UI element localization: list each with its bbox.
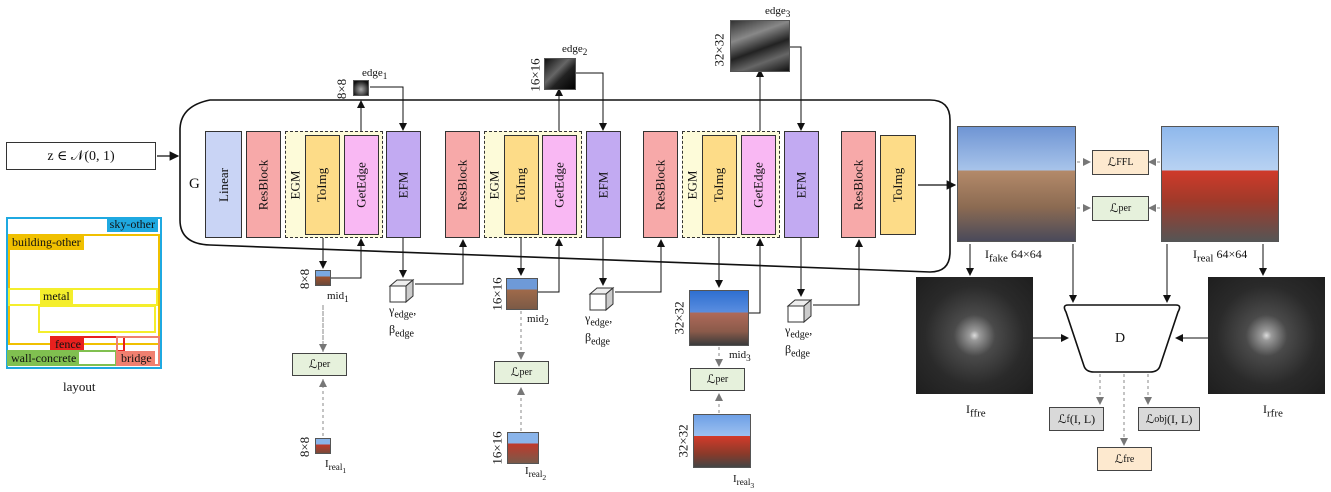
mid3-image: [689, 290, 749, 346]
z-input-box: z ∈ 𝒩(0, 1): [6, 142, 156, 170]
getedge-3: GetEdge: [741, 135, 776, 235]
egm-3-label: EGM: [684, 170, 700, 199]
layout-caption: layout: [63, 379, 96, 394]
mid1-label: mid1: [327, 290, 349, 305]
egm-1-label: EGM: [287, 170, 303, 199]
discriminator-shape: [1063, 304, 1181, 373]
layout-region-metal: metal: [40, 289, 73, 304]
layout-region-building-other: building-other: [9, 235, 84, 250]
mid3-label: mid3: [729, 349, 751, 364]
resblock-4: ResBlock: [841, 131, 876, 238]
real3-image: [693, 414, 751, 468]
edge3-size: 32×32: [712, 33, 727, 67]
real1-label: Ireal1: [325, 458, 347, 476]
generator-outline: [179, 99, 951, 273]
egm-2-label: EGM: [486, 170, 502, 199]
real2-label: Ireal2: [525, 465, 547, 483]
layout-region-wall-concrete: wall-concrete: [8, 351, 80, 366]
getedge-2: GetEdge: [542, 135, 577, 235]
resblock-label: ResBlock: [255, 159, 271, 210]
fake-label: Ifake 64×64: [985, 247, 1042, 265]
toimg-2: ToImg: [504, 135, 539, 235]
affine-cube-2: [588, 286, 616, 317]
efm-2: EFM: [586, 131, 621, 238]
generator-label: G: [189, 176, 200, 192]
linear-label: Linear: [215, 167, 231, 202]
real3-label: Ireal3: [733, 473, 755, 491]
resblock-2: ResBlock: [445, 131, 480, 238]
edge2-label: edge2: [562, 43, 588, 58]
mid1-size: 8×8: [297, 268, 312, 290]
affine-label-3: γedge, βedge: [785, 323, 813, 360]
fake-image: [957, 126, 1076, 242]
rfre-label: Irfre: [1263, 402, 1283, 420]
efm-1: EFM: [386, 131, 421, 238]
real2-image: [507, 432, 539, 464]
mid2-label: mid2: [527, 313, 549, 328]
edge3-image: [730, 20, 790, 72]
affine-label-1: γedge, βedge: [389, 303, 417, 340]
layout-map: sky-other building-other metal fence wal…: [6, 217, 162, 369]
affine-cube-3: [786, 298, 814, 329]
z-input-label: z ∈ 𝒩(0, 1): [47, 148, 115, 164]
getedge-1: GetEdge: [344, 135, 379, 235]
edge1-label: edge1: [362, 67, 388, 82]
resblock-1: ResBlock: [246, 131, 281, 238]
real2-size: 16×16: [490, 431, 505, 465]
mid1-image: [315, 270, 331, 286]
layout-region-sky-other: sky-other: [106, 217, 158, 232]
edge1-size: 8×8: [334, 78, 349, 100]
toimg-final: ToImg: [880, 135, 916, 235]
affine-label-2: γedge, βedge: [585, 311, 613, 348]
toimg-1: ToImg: [305, 135, 340, 235]
edge3-label: edge3: [765, 5, 791, 20]
toimg-3: ToImg: [702, 135, 737, 235]
real1-image: [315, 438, 331, 454]
linear-block: Linear: [205, 131, 242, 238]
real-label: Ireal 64×64: [1193, 247, 1248, 265]
layout-region-fence: fence: [52, 337, 84, 352]
real-image: [1161, 126, 1279, 242]
discriminator-label: D: [1115, 331, 1126, 346]
real-spectrum: [1208, 277, 1325, 394]
layout-region-bridge: bridge: [118, 351, 155, 366]
edge1-image: [353, 80, 369, 96]
fake-spectrum: [916, 277, 1033, 394]
ffre-label: Iffre: [966, 402, 986, 420]
resblock-3: ResBlock: [643, 131, 678, 238]
mid3-size: 32×32: [672, 301, 687, 335]
mid2-image: [506, 278, 538, 310]
affine-cube-1: [388, 278, 416, 309]
efm-3: EFM: [784, 131, 819, 238]
mid2-size: 16×16: [490, 277, 505, 311]
edge2-size: 16×16: [528, 58, 543, 92]
edge2-image: [544, 58, 576, 90]
real1-size: 8×8: [297, 436, 312, 458]
real3-size: 32×32: [676, 424, 691, 458]
